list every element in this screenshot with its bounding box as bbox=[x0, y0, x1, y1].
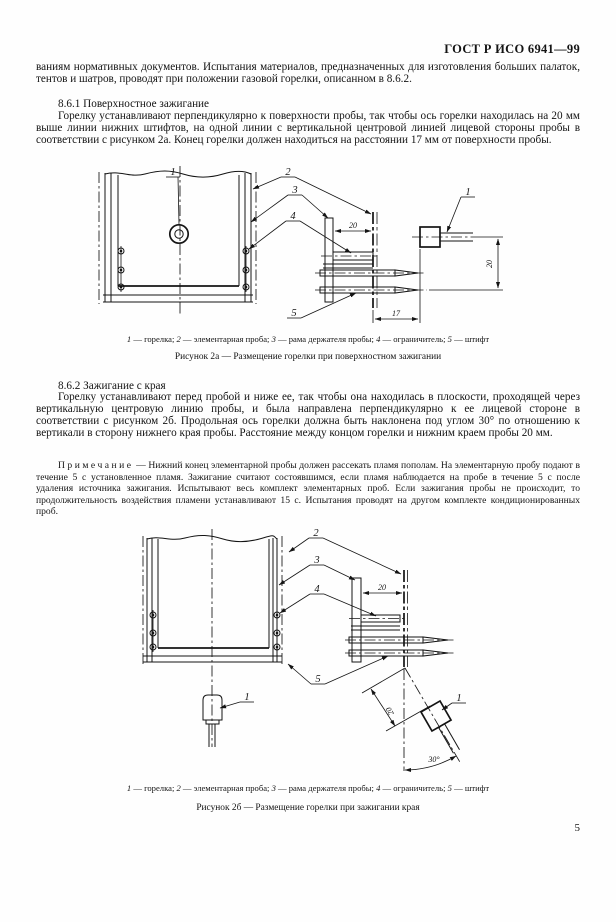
callout-4-stop: 4 bbox=[248, 211, 352, 254]
dimension-offset-20: 20 bbox=[334, 221, 372, 234]
callout-1-front: 1 bbox=[166, 167, 180, 225]
pin-upper bbox=[315, 269, 425, 277]
section-8-6-2-paragraph: Горелку устанавливают перед пробой и ниж… bbox=[36, 391, 580, 439]
svg-text:30°: 30° bbox=[427, 755, 440, 764]
dimension-offset-20: 20 bbox=[362, 583, 403, 596]
svg-text:5: 5 bbox=[315, 674, 320, 685]
burner-body bbox=[202, 694, 223, 721]
svg-text:20: 20 bbox=[485, 260, 494, 268]
page-number: 5 bbox=[574, 822, 581, 834]
svg-text:17: 17 bbox=[392, 309, 401, 318]
svg-text:20: 20 bbox=[378, 583, 386, 592]
pin-lower bbox=[315, 286, 427, 294]
section-8-6-2-heading: 8.6.2 Зажигание с края bbox=[58, 380, 166, 392]
svg-text:2: 2 bbox=[313, 528, 319, 539]
figure-2a-legend: 1 — горелка; 2 — элементарная проба; 3 —… bbox=[126, 334, 490, 344]
note-text: — Нижний конец элементарной пробы должен… bbox=[36, 460, 580, 517]
svg-text:4: 4 bbox=[314, 584, 320, 595]
figure-2a-drawing: 20 20 17 1 2 3 bbox=[98, 166, 503, 323]
callout-3-frame: 3 bbox=[250, 185, 329, 223]
burner-nozzle bbox=[419, 699, 453, 733]
svg-text:1: 1 bbox=[170, 167, 175, 178]
figure-2b-legend: 1 — горелка; 2 — элементарная проба; 3 —… bbox=[126, 783, 490, 793]
section-8-6-1-paragraph: Горелку устанавливают перпендикулярно к … bbox=[36, 110, 580, 146]
section-8-6-1-heading: 8.6.1 Поверхностное зажигание bbox=[58, 98, 210, 110]
burner-inclined-view bbox=[404, 667, 462, 765]
svg-text:20: 20 bbox=[349, 221, 357, 230]
holder-bar bbox=[324, 217, 334, 303]
intro-paragraph: ваниям нормативных документов. Испытания… bbox=[36, 61, 580, 85]
svg-text:3: 3 bbox=[313, 555, 319, 566]
burner-axis-line bbox=[404, 667, 462, 765]
specimen-torn-edge bbox=[146, 535, 278, 542]
standard-number: ГОСТ Р ИСО 6941—99 bbox=[444, 42, 580, 56]
burner-tip-circle bbox=[168, 223, 190, 245]
svg-text:1: 1 bbox=[465, 187, 470, 198]
callout-1-burner-inclined: 1 bbox=[441, 693, 466, 711]
callout-1-burner-front: 1 bbox=[219, 692, 254, 709]
specimen-torn-edge bbox=[104, 170, 252, 178]
specimen-frame-front-view bbox=[142, 529, 283, 747]
callout-3-frame: 3 bbox=[278, 555, 356, 586]
note-label: Примечание bbox=[58, 460, 134, 471]
retaining-pins-front bbox=[117, 247, 250, 291]
note-paragraph: Примечание — Нижний конец элементарной п… bbox=[36, 460, 580, 518]
figure-2a-title: Рисунок 2а — Размещение горелки при пове… bbox=[174, 352, 442, 362]
svg-text:4: 4 bbox=[290, 211, 296, 222]
dimension-gap-17: 17 bbox=[372, 309, 419, 323]
dimension-axis-gap-20: 20 bbox=[361, 667, 431, 732]
callout-5-pin: 5 bbox=[287, 292, 357, 319]
callout-1-burner: 1 bbox=[446, 187, 475, 233]
svg-text:20: 20 bbox=[384, 706, 396, 717]
callout-2-specimen: 2 bbox=[252, 167, 372, 215]
svg-text:5: 5 bbox=[291, 308, 296, 319]
svg-text:1: 1 bbox=[244, 692, 249, 703]
pin-upper bbox=[345, 636, 455, 644]
retaining-pins-front bbox=[149, 611, 281, 651]
figure-2b-title: Рисунок 2б — Размещение горелки при зажи… bbox=[196, 803, 420, 813]
figure-2b-drawing: 20 20 30° 2 3 4 bbox=[142, 528, 466, 773]
callout-2-specimen: 2 bbox=[288, 528, 402, 575]
svg-text:3: 3 bbox=[291, 185, 297, 196]
dimension-height-20: 20 bbox=[429, 236, 503, 291]
dimension-angle-30: 30° bbox=[404, 755, 457, 773]
svg-text:1: 1 bbox=[456, 693, 461, 704]
burner-front-view bbox=[202, 694, 223, 747]
callout-4-stop: 4 bbox=[279, 584, 377, 617]
callout-5-pin: 5 bbox=[287, 655, 389, 685]
stop-bar bbox=[360, 614, 401, 623]
specimen-frame-front-view bbox=[98, 166, 257, 314]
svg-text:2: 2 bbox=[285, 167, 291, 178]
holder-bar bbox=[351, 577, 362, 663]
holder-side-view bbox=[315, 212, 427, 308]
burner-side-view bbox=[412, 226, 481, 323]
